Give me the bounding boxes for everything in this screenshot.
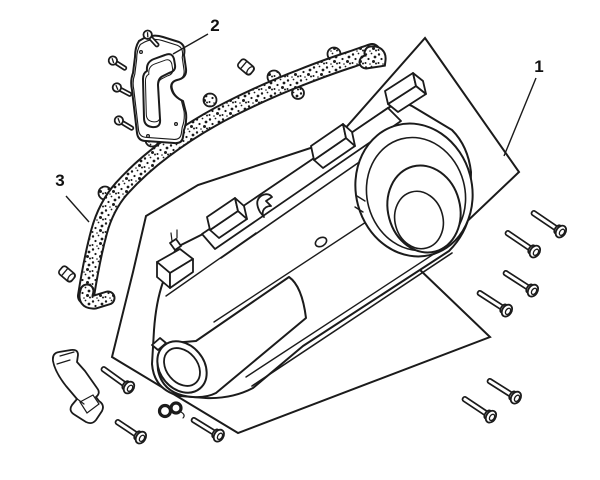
callout-3-leader bbox=[65, 195, 90, 223]
dowel-pin bbox=[237, 58, 255, 76]
gasket-band-fill bbox=[79, 45, 379, 303]
gasket2-outer-inner-line bbox=[132, 38, 185, 140]
cover-bottom-lip bbox=[251, 252, 453, 387]
flange-bolt bbox=[114, 419, 147, 445]
small-screw bbox=[142, 29, 160, 48]
fan-dome bbox=[354, 122, 474, 258]
gasket-part-2 bbox=[130, 34, 188, 145]
flange-bolt bbox=[530, 210, 568, 239]
wire-clamp bbox=[157, 401, 185, 419]
cover-boss bbox=[156, 229, 194, 289]
fasteners-layer bbox=[58, 29, 568, 445]
gasket2-hole bbox=[174, 121, 179, 126]
flange-bolt bbox=[461, 396, 498, 424]
gasket-bolt-boss bbox=[202, 92, 218, 108]
flange-bolt bbox=[502, 269, 540, 298]
gasket2-cutout bbox=[142, 53, 177, 129]
cover-bottom-lip-line bbox=[245, 245, 447, 378]
gasket-foot-fill bbox=[80, 285, 114, 308]
flange-bolt bbox=[190, 416, 225, 443]
small-screw bbox=[113, 115, 135, 131]
small-screw bbox=[107, 55, 128, 71]
crankcase-cover-part-1 bbox=[151, 72, 474, 400]
cover-crease bbox=[165, 232, 257, 297]
flange-bolt bbox=[504, 230, 542, 259]
gasket2-hole bbox=[146, 134, 151, 139]
flange-bolt bbox=[486, 377, 522, 405]
cover-mounting-tab bbox=[384, 72, 427, 113]
callout-2[interactable]: 2 bbox=[210, 16, 219, 35]
flange-bolt bbox=[476, 289, 514, 318]
cable-bracket bbox=[51, 348, 104, 425]
dowel-pin bbox=[58, 265, 76, 283]
gasket2-hole bbox=[139, 49, 144, 54]
callout-3[interactable]: 3 bbox=[55, 171, 64, 190]
drain-hole bbox=[314, 236, 328, 248]
callout-1-leader bbox=[503, 77, 537, 157]
callout-2-leader bbox=[172, 33, 209, 55]
cover-mounting-tab bbox=[310, 123, 356, 169]
callouts-layer: 1 2 3 bbox=[55, 16, 544, 223]
callout-1[interactable]: 1 bbox=[534, 57, 543, 76]
small-screw bbox=[111, 82, 133, 97]
cover-mounting-tab bbox=[206, 197, 248, 239]
gasket2-cutout-inner-line bbox=[144, 59, 174, 123]
gasket-part-3 bbox=[77, 43, 387, 310]
flange-bolt bbox=[100, 366, 136, 395]
cooling-duct-tube bbox=[151, 276, 307, 399]
gasket-end-hook-fill bbox=[360, 47, 385, 68]
casting-mark bbox=[256, 193, 273, 218]
